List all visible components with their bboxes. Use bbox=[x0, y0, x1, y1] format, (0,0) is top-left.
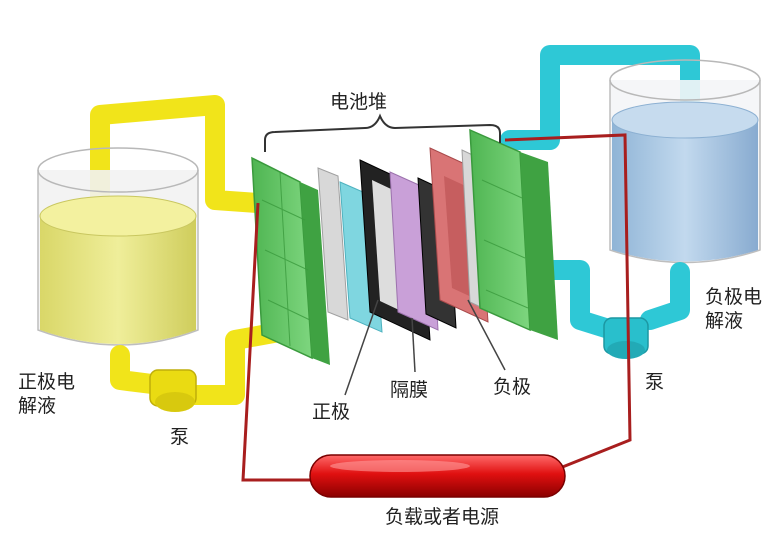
pump-right-label: 泵 bbox=[645, 371, 665, 393]
positive-tank bbox=[37, 147, 199, 346]
external-circuit bbox=[241, 133, 632, 482]
right-end-plate bbox=[469, 128, 558, 340]
current-collector-left bbox=[317, 167, 349, 321]
negative-tank bbox=[609, 59, 761, 264]
pump-left-label: 泵 bbox=[170, 426, 190, 448]
positive-pipe-top bbox=[90, 95, 268, 213]
stack-bracket bbox=[264, 113, 501, 152]
positive-electrolyte-label: 正极电解液 bbox=[18, 371, 76, 417]
left-end-plate bbox=[251, 156, 330, 365]
positive-electrode-label: 正极 bbox=[312, 401, 351, 423]
load-label: 负载或者电源 bbox=[385, 506, 500, 528]
leader-lines bbox=[344, 299, 506, 396]
membrane-label: 隔膜 bbox=[390, 379, 429, 401]
load-or-power-source bbox=[309, 454, 566, 498]
stack-label: 电池堆 bbox=[330, 91, 388, 113]
negative-pump bbox=[603, 317, 649, 359]
negative-electrode-label: 负极 bbox=[493, 376, 532, 398]
negative-pipe-bottom bbox=[540, 260, 690, 340]
negative-electrolyte-label: 负极电解液 bbox=[705, 286, 763, 332]
positive-pump bbox=[149, 369, 197, 412]
